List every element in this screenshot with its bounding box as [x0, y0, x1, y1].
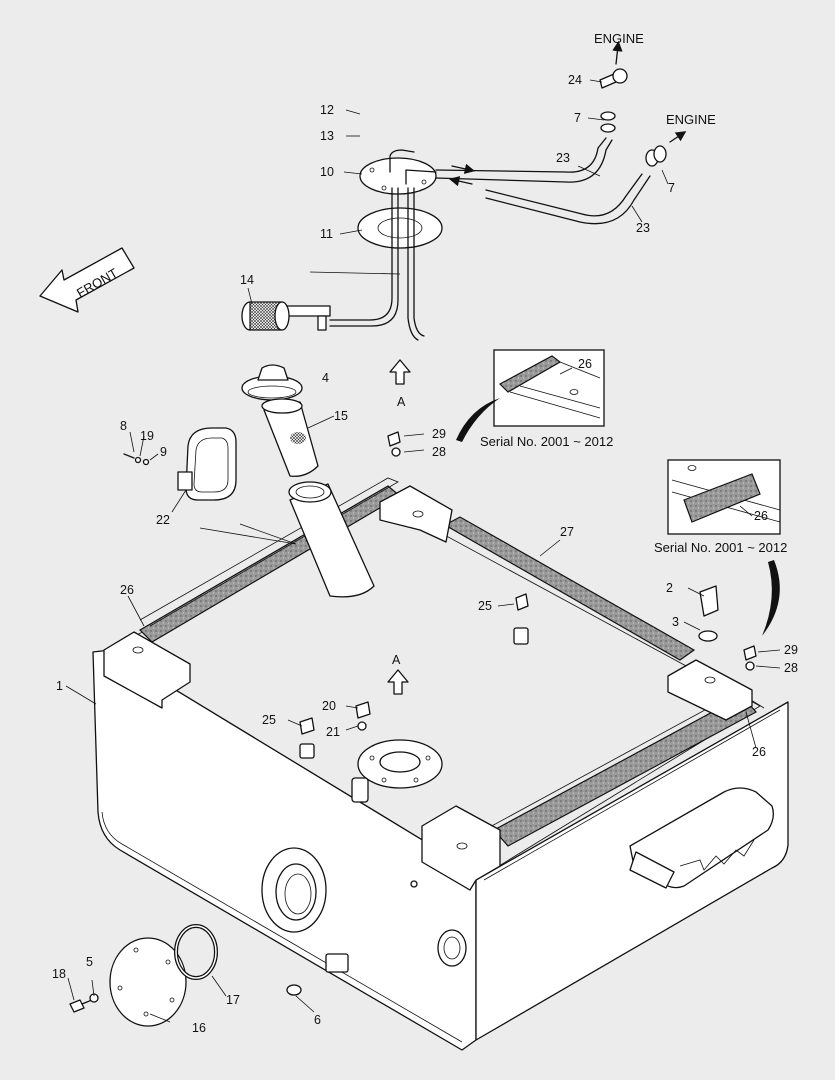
return-hoses-23 — [435, 137, 651, 225]
callout-22: 22 — [156, 513, 170, 527]
callout-27: 27 — [560, 525, 574, 539]
view-a-arrow-bottom — [387, 669, 409, 695]
cover-plate-16 — [109, 937, 187, 1027]
level-gauge-22 — [123, 427, 237, 501]
drain-port — [437, 929, 467, 967]
callout-28-right: 28 — [784, 661, 798, 675]
callout-29-right: 29 — [784, 643, 798, 657]
view-label-a-top: A — [397, 395, 406, 409]
callout-12: 12 — [320, 103, 334, 117]
callout-13: 13 — [320, 129, 334, 143]
callout-5: 5 — [86, 955, 93, 969]
callout-14: 14 — [240, 273, 254, 287]
engine-label-1: ENGINE — [594, 31, 644, 46]
callout-26-inset-left: 26 — [578, 357, 592, 371]
foam-strip-27 — [443, 516, 696, 661]
pickup-tubes — [281, 187, 425, 341]
plug-6 — [286, 953, 349, 996]
engine-label-2: ENGINE — [666, 112, 716, 127]
strainer-14 — [241, 301, 290, 331]
callout-26-right: 26 — [752, 745, 766, 759]
callout-9: 9 — [160, 445, 167, 459]
callout-2: 2 — [666, 581, 673, 595]
callout-17: 17 — [226, 993, 240, 1007]
leader-lines — [65, 79, 781, 1023]
callout-15: 15 — [334, 409, 348, 423]
callout-numbers: 1 2 3 4 5 6 7 7 8 9 10 11 12 13 14 15 16… — [52, 73, 798, 1035]
callout-10: 10 — [320, 165, 334, 179]
sender-plate-10 — [359, 149, 437, 195]
callout-20: 20 — [322, 699, 336, 713]
serial-label-left: Serial No. 2001 ~ 2012 — [480, 434, 613, 449]
serial-inset-left: Serial No. 2001 ~ 2012 — [456, 349, 613, 449]
filler-cap-4 — [241, 364, 303, 401]
fasteners — [299, 431, 757, 888]
callout-6: 6 — [314, 1013, 321, 1027]
callout-1: 1 — [56, 679, 63, 693]
callout-29-center: 29 — [432, 427, 446, 441]
callout-25-right: 25 — [478, 599, 492, 613]
callout-4: 4 — [322, 371, 329, 385]
callout-11: 11 — [320, 227, 333, 241]
strainer-15 — [261, 398, 319, 477]
engine-arrow-1 — [612, 40, 623, 65]
serial-label-right: Serial No. 2001 ~ 2012 — [654, 540, 787, 555]
callout-25-left: 25 — [262, 713, 276, 727]
view-label-a-bottom: A — [392, 653, 401, 667]
fuel-tank — [92, 499, 789, 1051]
callout-8: 8 — [120, 419, 127, 433]
flange-plate — [357, 739, 443, 789]
callout-24: 24 — [568, 73, 582, 87]
callout-26-inset-right: 26 — [754, 509, 768, 523]
callout-28-center: 28 — [432, 445, 446, 459]
engine-arrow-2 — [669, 131, 687, 143]
callout-23-top: 23 — [556, 151, 570, 165]
mounting-brackets — [103, 485, 753, 891]
callout-21: 21 — [326, 725, 340, 739]
view-a-arrow-top — [389, 359, 411, 385]
front-direction-arrow: FRONT — [39, 247, 135, 313]
gasket-11 — [357, 207, 443, 249]
callout-19: 19 — [140, 429, 154, 443]
callout-7-top: 7 — [574, 111, 581, 125]
inspection-port — [261, 847, 327, 933]
o-ring-17 — [174, 924, 218, 980]
tank-handle — [629, 787, 774, 889]
bolt-18 — [69, 993, 99, 1013]
callout-16: 16 — [192, 1021, 206, 1035]
callout-18: 18 — [52, 967, 66, 981]
serial-inset-right: Serial No. 2001 ~ 2012 — [654, 459, 787, 636]
callout-3: 3 — [672, 615, 679, 629]
callout-26-left: 26 — [120, 583, 134, 597]
filler-neck — [288, 481, 375, 598]
callout-23-bottom: 23 — [636, 221, 650, 235]
hose-clamps-7 — [600, 111, 667, 167]
callout-7-right: 7 — [668, 181, 675, 195]
banjo-fitting-24 — [599, 68, 628, 89]
